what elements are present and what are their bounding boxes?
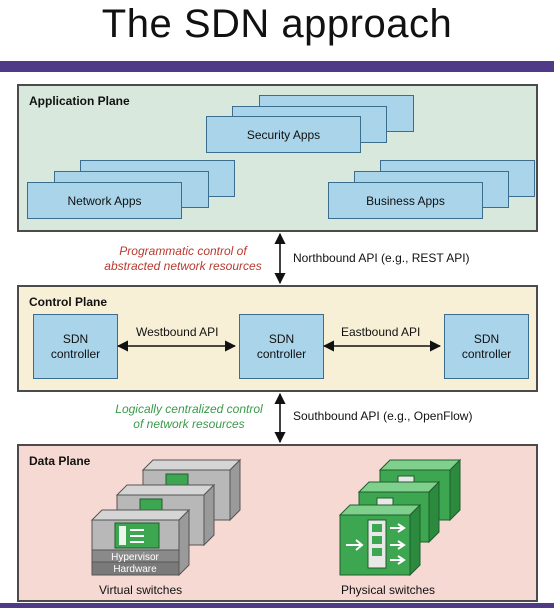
hypervisor-text: Hypervisor xyxy=(111,552,159,563)
business-apps-box: Business Apps xyxy=(328,182,483,219)
control-plane: Control Plane SDN controller SDN control… xyxy=(17,285,538,392)
northbound-description-line1: Programmatic control of xyxy=(119,244,247,258)
southbound-description: Logically centralized control of network… xyxy=(98,402,280,432)
northbound-api-label: Northbound API (e.g., REST API) xyxy=(293,251,470,265)
virtual-switches-label: Virtual switches xyxy=(99,583,183,597)
northbound-description: Programmatic control of abstracted netwo… xyxy=(92,244,274,274)
sdn-controller-center: SDN controller xyxy=(239,314,324,379)
southbound-description-line2: of network resources xyxy=(133,417,245,431)
sdn-controller-center-line2: controller xyxy=(256,346,307,361)
network-apps-box: Network Apps xyxy=(27,182,182,219)
hardware-text: Hardware xyxy=(113,564,157,575)
sdn-controller-east-line2: controller xyxy=(461,346,512,361)
physical-switches-label: Physical switches xyxy=(341,583,436,597)
title-accent-bar xyxy=(0,61,554,72)
security-apps-box: Security Apps xyxy=(206,116,361,153)
data-plane-label: Data Plane xyxy=(29,454,91,468)
bottom-accent-bar xyxy=(0,603,554,608)
sdn-controller-east-line1: SDN xyxy=(473,331,500,346)
sdn-controller-west-line1: SDN xyxy=(62,331,89,346)
control-plane-label: Control Plane xyxy=(29,295,108,309)
sdn-controller-west: SDN controller xyxy=(33,314,118,379)
southbound-api-label: Southbound API (e.g., OpenFlow) xyxy=(293,409,473,423)
westbound-api-label: Westbound API xyxy=(136,325,219,339)
sdn-controller-west-line2: controller xyxy=(50,346,101,361)
physical-switch-front xyxy=(338,503,422,577)
virtual-switch-front: Hypervisor Hardware xyxy=(90,508,191,577)
northbound-description-line2: abstracted network resources xyxy=(104,259,262,273)
application-plane: Application Plane Security Apps Network … xyxy=(17,84,538,232)
sdn-controller-east: SDN controller xyxy=(444,314,529,379)
sdn-controller-center-line1: SDN xyxy=(268,331,295,346)
eastbound-api-label: Eastbound API xyxy=(341,325,421,339)
slide-title: The SDN approach xyxy=(101,2,453,46)
southbound-description-line1: Logically centralized control xyxy=(115,402,263,416)
application-plane-label: Application Plane xyxy=(29,94,130,108)
